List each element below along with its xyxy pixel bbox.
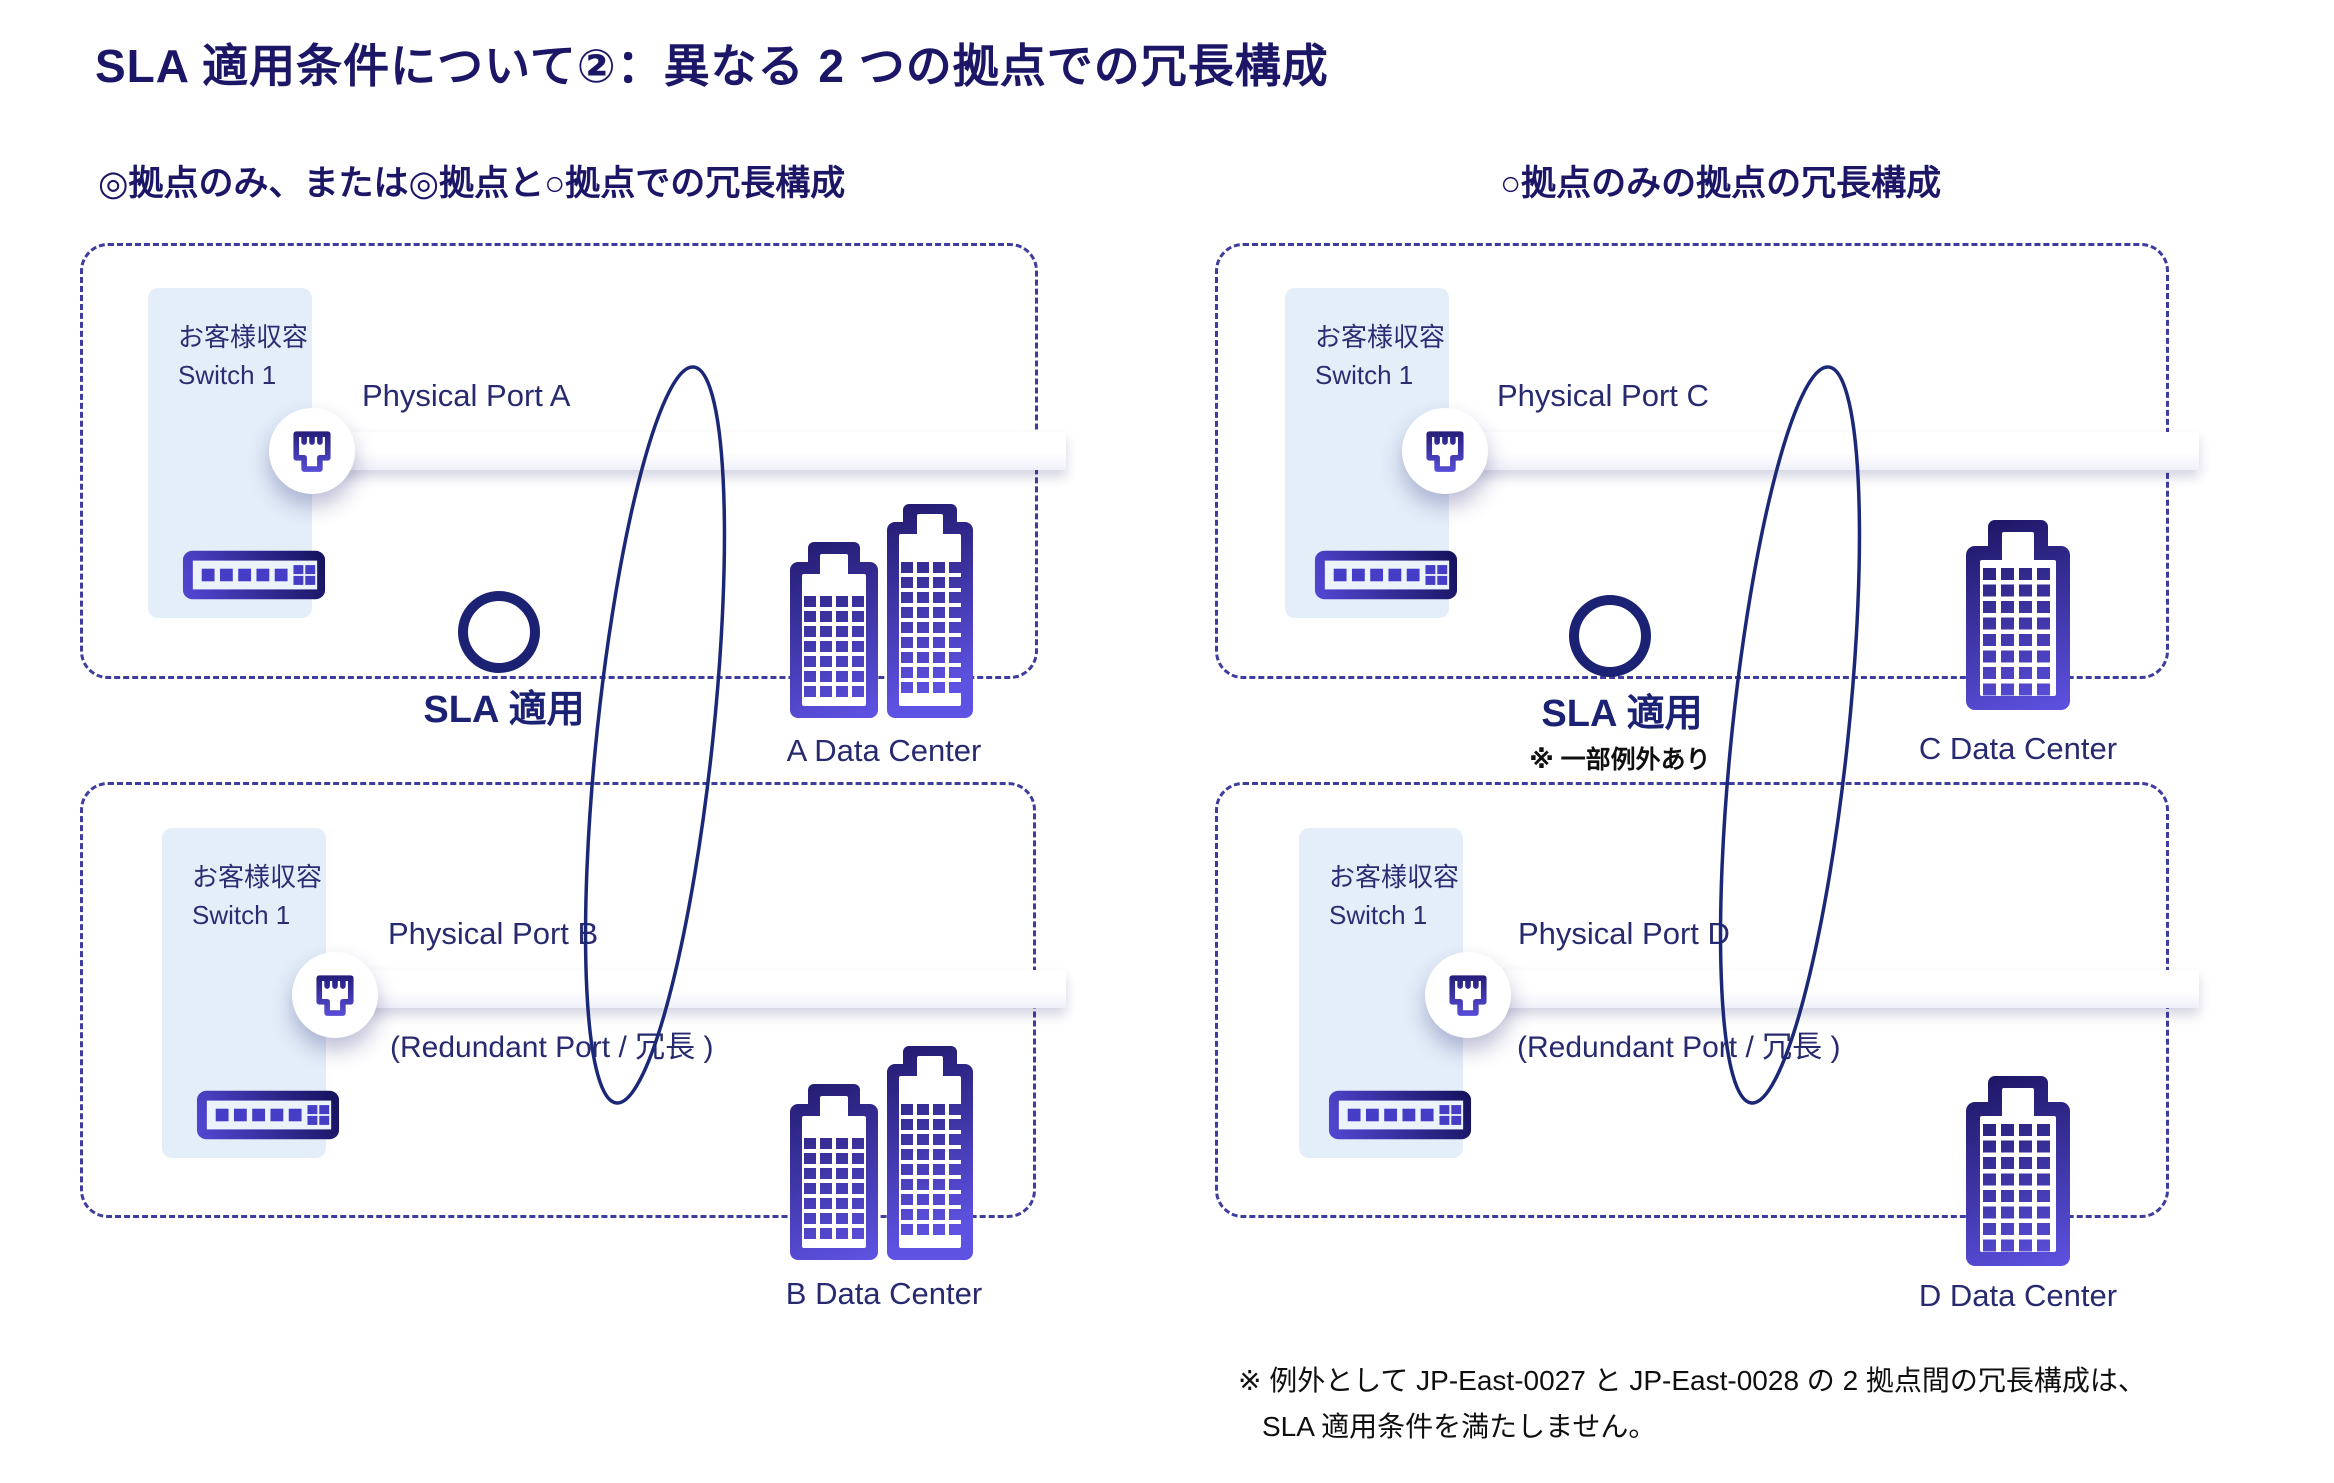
redundancy-group-ellipse — [583, 365, 727, 1105]
ethernet-port-icon — [293, 431, 331, 472]
exception-footnote: ※ 例外として JP-East-0027 と JP-East-0028 の 2 … — [1238, 1358, 2218, 1450]
building-windows — [1983, 568, 2050, 696]
redundant-port-label: (Redundant Port / 冗長 ) — [1517, 1031, 1841, 1064]
network-switch-icon — [182, 550, 326, 600]
building-windows — [804, 1138, 864, 1239]
ethernet-port-icon — [1426, 431, 1464, 472]
building-windows — [1983, 1124, 2050, 1252]
customer-label-line1: お客様収容 — [1329, 862, 1460, 892]
customer-label-line1: お客様収容 — [192, 862, 323, 892]
customer-label-line2: Switch 1 — [192, 900, 291, 930]
redundancy-group-ellipse — [1718, 365, 1862, 1105]
port-label: Physical Port A — [362, 378, 571, 413]
datacenter-label: A Data Center — [786, 733, 982, 768]
sla-label: SLA 適用 — [1541, 693, 1703, 735]
datacenter-building-icon — [1966, 1076, 2070, 1266]
datacenter-label: B Data Center — [785, 1276, 983, 1311]
page-title: SLA 適用条件について②：異なる 2 つの拠点での冗長構成 — [95, 40, 1329, 92]
datacenter-label: D Data Center — [1918, 1278, 2118, 1313]
customer-label-line2: Switch 1 — [1329, 900, 1428, 930]
footnote-line1: ※ 例外として JP-East-0027 と JP-East-0028 の 2 … — [1238, 1365, 2146, 1396]
customer-label-line1: お客様収容 — [1315, 322, 1446, 352]
customer-label-line2: Switch 1 — [1315, 360, 1414, 390]
datacenter-building-icon — [790, 504, 973, 718]
link-bar — [1468, 970, 2199, 1008]
link-bar — [335, 970, 1066, 1008]
link-bar — [312, 432, 1066, 470]
network-switch-icon — [196, 1090, 340, 1140]
sla-label: SLA 適用 — [423, 689, 585, 731]
customer-label-line1: お客様収容 — [178, 322, 309, 352]
footnote-line2: SLA 適用条件を満たしません。 — [1262, 1411, 1657, 1442]
physical-port-node — [269, 408, 355, 494]
sla-exception-note: ※ 一部例外あり — [1529, 746, 1711, 774]
ethernet-port-icon — [316, 975, 354, 1016]
link-bar — [1445, 432, 2199, 470]
physical-port-node — [1402, 408, 1488, 494]
ethernet-port-icon — [1449, 975, 1487, 1016]
redundant-port-label: (Redundant Port / 冗長 ) — [390, 1031, 714, 1064]
physical-port-node — [292, 952, 378, 1038]
port-label: Physical Port D — [1518, 916, 1730, 951]
network-switch-icon — [1328, 1090, 1472, 1140]
datacenter-label: C Data Center — [1918, 731, 2118, 766]
customer-label-line2: Switch 1 — [178, 360, 277, 390]
datacenter-building-icon — [790, 1046, 973, 1260]
port-label: Physical Port C — [1497, 378, 1709, 413]
physical-port-node — [1425, 952, 1511, 1038]
right-subtitle: ○拠点のみの拠点の冗長構成 — [1500, 164, 1942, 203]
sla-circle-mark — [1569, 595, 1651, 677]
network-switch-icon — [1314, 550, 1458, 600]
datacenter-building-icon — [1966, 520, 2070, 710]
building-windows — [804, 596, 864, 697]
building-windows — [901, 1104, 961, 1235]
left-subtitle: ◎拠点のみ、または◎拠点と○拠点での冗長構成 — [98, 164, 846, 203]
sla-circle-mark — [458, 591, 540, 673]
port-label: Physical Port B — [388, 916, 599, 951]
building-windows — [901, 562, 961, 693]
